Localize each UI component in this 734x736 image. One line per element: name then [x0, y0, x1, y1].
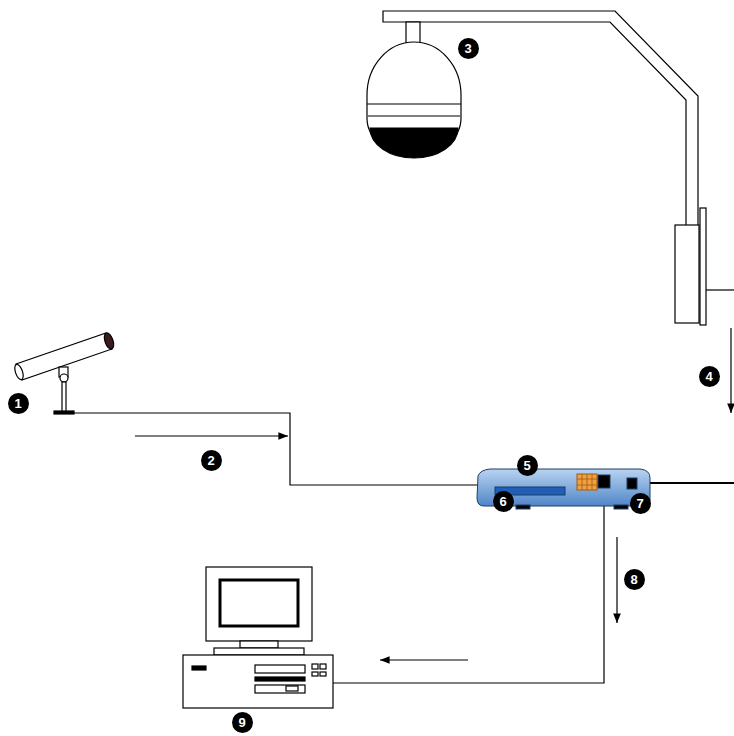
computer	[183, 567, 333, 708]
callout-number: 6	[493, 491, 514, 512]
dome-camera	[367, 11, 706, 325]
callout-number: 5	[517, 455, 538, 476]
callout-number: 8	[624, 569, 645, 590]
callout-number: 4	[699, 366, 720, 387]
callout-number: 2	[201, 450, 222, 471]
callout-number: 9	[232, 712, 253, 733]
wiring	[60, 290, 734, 683]
callout-number: 3	[458, 38, 479, 59]
callout-number: 7	[630, 493, 651, 514]
callout-number: 1	[8, 393, 29, 414]
